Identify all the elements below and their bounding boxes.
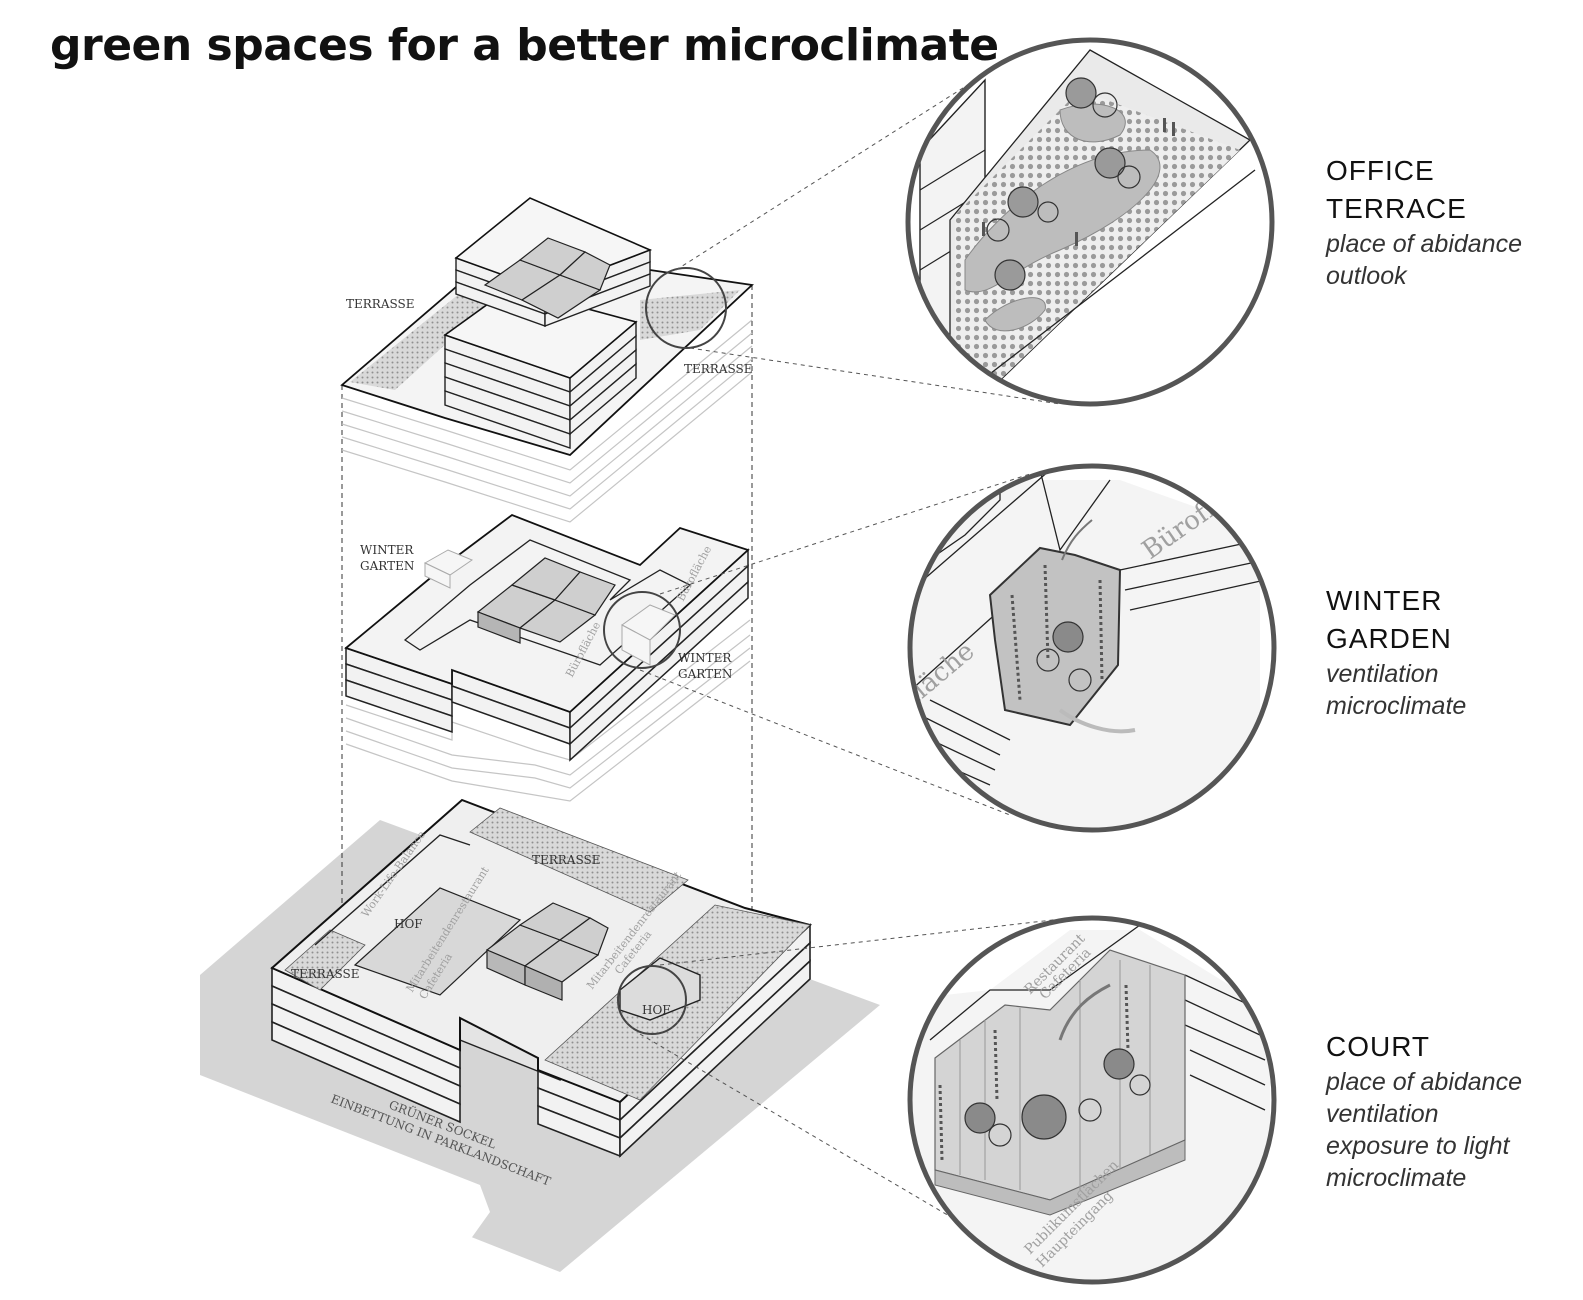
legend-winter-garden-heading-1: WINTER [1326, 585, 1443, 616]
page-title: green spaces for a better microclimate [50, 20, 999, 71]
detail-winter-garden: Bürofl fläche [907, 463, 1277, 833]
label-hof-right: HOF [642, 1003, 671, 1017]
legend-court-item: ventilation [1326, 1100, 1439, 1128]
zoom-leaders [639, 73, 1071, 1241]
label-hof-left: HOF [394, 917, 423, 931]
legend-winter-garden-heading-2: GARDEN [1326, 623, 1452, 654]
detail-court: Restaurant Cafeteria Publikumsflächen Ha… [907, 915, 1277, 1285]
label-terrasse-base-top: TERRASSE [532, 853, 601, 867]
base-building [270, 798, 813, 1158]
legend-office-terrace-heading-1: OFFICE [1326, 155, 1435, 186]
legend-office-terrace-heading-2: TERRACE [1326, 193, 1467, 224]
middle-floor [344, 513, 751, 802]
legend-winter-garden-item: microclimate [1326, 692, 1467, 720]
legend-court-item: place of abidance [1326, 1068, 1522, 1096]
label-winter-garten-left-2: GARTEN [360, 559, 414, 573]
legend-office-terrace-item: place of abidance [1326, 230, 1522, 258]
legend-office-terrace: OFFICE TERRACE place of abidance outlook [1326, 152, 1522, 292]
legend-office-terrace-item: outlook [1326, 262, 1407, 290]
label-winter-garten-left-1: WINTER [360, 543, 414, 557]
legend-court-item: microclimate [1326, 1164, 1467, 1192]
label-terrasse-top-left: TERRASSE [346, 297, 415, 311]
label-winter-garten-right-1: WINTER [678, 651, 732, 665]
legend-court: COURT place of abidance ventilation expo… [1326, 1028, 1522, 1194]
detail-office-terrace [905, 37, 1275, 407]
guide-lines [341, 285, 753, 960]
top-floors [340, 197, 754, 523]
label-terrasse-top-right: TERRASSE [684, 362, 753, 376]
legend-court-heading: COURT [1326, 1031, 1431, 1062]
label-terrasse-base-left: TERRASSE [291, 967, 360, 981]
legend-winter-garden-item: ventilation [1326, 660, 1439, 688]
legend-winter-garden: WINTER GARDEN ventilation microclimate [1326, 582, 1466, 722]
label-winter-garten-right-2: GARTEN [678, 667, 732, 681]
legend-court-item: exposure to light [1326, 1132, 1510, 1160]
